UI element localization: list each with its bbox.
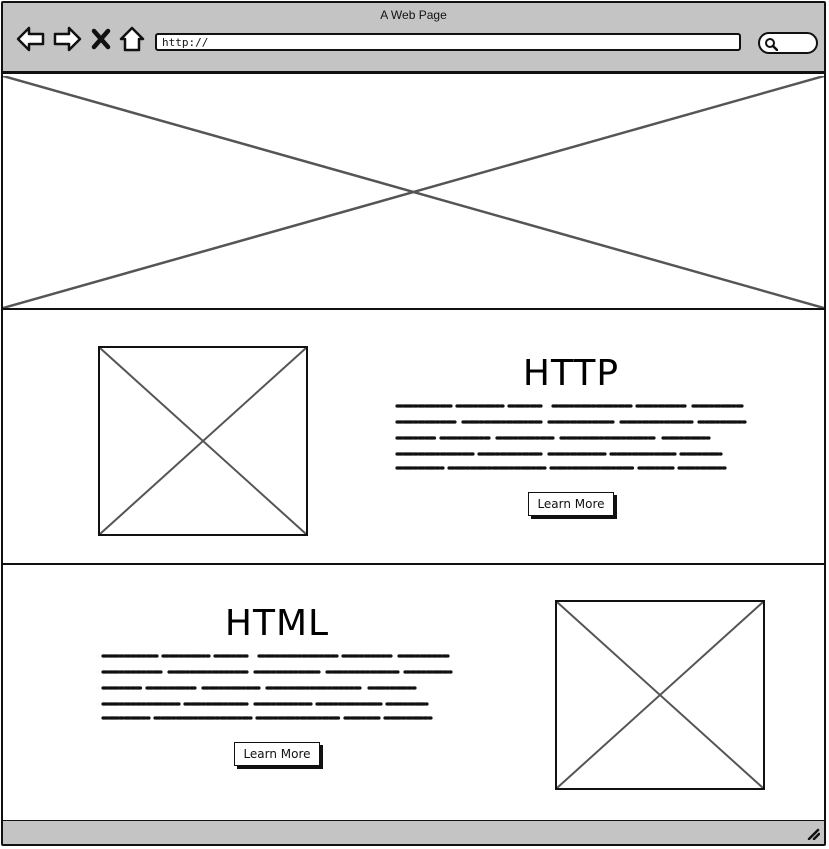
image-placeholder-icon	[100, 348, 306, 534]
window-title: A Web Page	[380, 8, 447, 22]
hero-image-placeholder	[3, 76, 824, 310]
feature-image-placeholder	[555, 600, 765, 790]
status-bar	[3, 820, 824, 844]
image-placeholder-icon	[3, 76, 824, 308]
placeholder-text-scribble	[101, 654, 453, 720]
forward-button[interactable]	[51, 23, 83, 55]
home-icon	[119, 26, 145, 52]
feature-text: HTTP Learn More	[391, 352, 751, 516]
search-icon	[765, 38, 778, 51]
stop-button[interactable]	[89, 23, 113, 55]
arrow-left-icon	[16, 26, 45, 52]
home-button[interactable]	[118, 23, 146, 55]
learn-more-button[interactable]: Learn More	[234, 742, 320, 766]
search-input[interactable]	[758, 32, 818, 54]
learn-more-button[interactable]: Learn More	[528, 492, 614, 516]
resize-grip-icon[interactable]	[806, 826, 820, 840]
url-input[interactable]	[155, 33, 741, 51]
browser-toolbar: A Web Page	[3, 3, 824, 74]
close-x-icon	[91, 28, 111, 50]
feature-heading: HTTP	[522, 353, 620, 394]
placeholder-text-scribble	[395, 404, 747, 470]
feature-image-placeholder	[98, 346, 308, 536]
arrow-right-icon	[53, 26, 82, 52]
feature-section-http: HTTP Learn More	[3, 312, 824, 565]
back-button[interactable]	[15, 23, 47, 55]
feature-heading: HTML	[224, 603, 330, 644]
feature-text: HTML Learn More	[97, 602, 457, 766]
feature-section-html: HTML Learn More	[3, 566, 824, 822]
image-placeholder-icon	[557, 602, 763, 788]
